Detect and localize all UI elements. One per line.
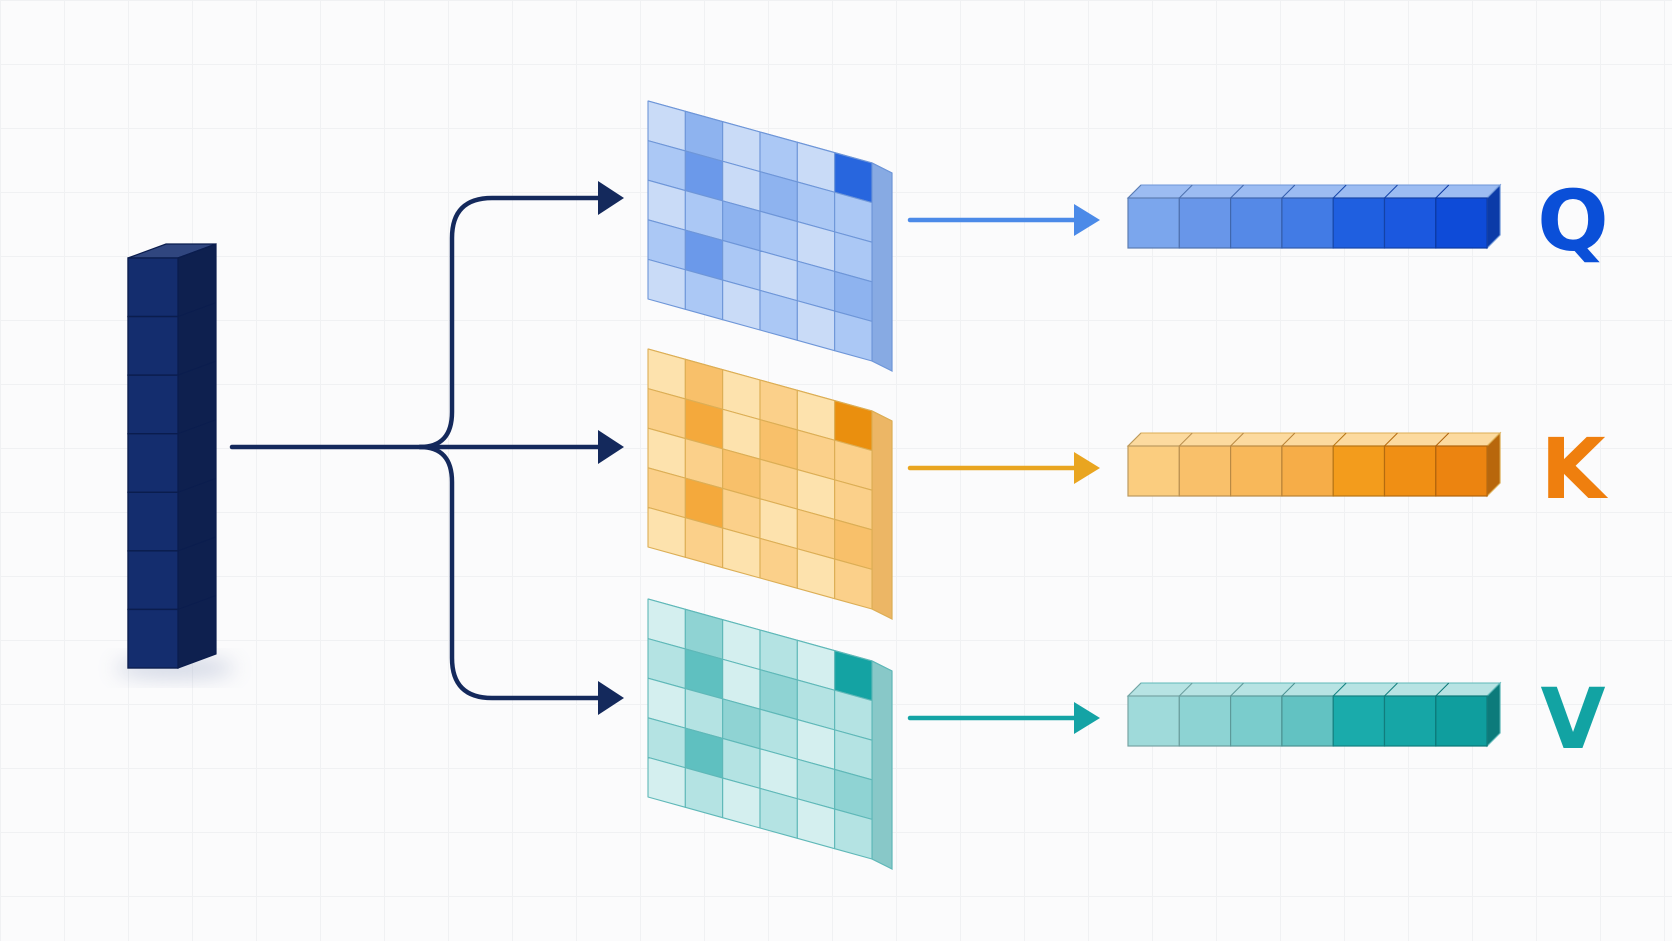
vector-top-line [1281,432,1296,447]
weight-matrix-k [647,348,893,620]
vector-cell [1127,695,1180,747]
input-vector-side-line [177,477,217,493]
branch-k: K [647,348,1608,620]
vector-cell [1383,445,1437,497]
vector-cell [1281,445,1334,497]
vector-cell [1229,695,1283,747]
branch-v: V [647,598,1606,870]
vector-top-line [1384,432,1398,447]
vector-top-line [1230,432,1244,447]
arrowhead [1074,452,1100,484]
input-vector-cell [127,550,179,611]
arrowhead [1074,702,1100,734]
vector-cell [1127,197,1180,249]
input-vector-cell [127,374,179,435]
vector-cell [1332,445,1386,497]
projection-branches: Q K V [647,100,1609,870]
vector-cell [1281,197,1334,249]
weight-matrix-q [647,100,893,372]
vector-cell [1435,695,1488,747]
vector-cell [1383,197,1437,249]
vector-top-line [1178,682,1193,697]
vector-top-line [1384,184,1398,199]
k-label: K [1540,420,1608,518]
input-vector-side-line [177,243,217,259]
vector-cell [1178,445,1232,497]
arrowhead [598,681,624,715]
arrow-to-query [417,195,607,450]
vector-top-line [1332,432,1347,447]
matrix-cell [834,558,873,610]
vector-cell [1178,197,1232,249]
k-output-vector [1126,431,1502,498]
vector-top-line [1435,432,1450,447]
v-label: V [1540,670,1605,768]
input-vector-side-line [177,536,217,552]
vector-top-line [1127,432,1142,447]
q-label: Q [1537,172,1608,270]
branch-q: Q [647,100,1609,372]
input-vector-cell [127,608,179,669]
matrix-cell [834,310,873,362]
vector-cell [1178,695,1232,747]
vector-top-line [1127,184,1142,199]
vector-top-face [1126,184,1502,199]
vector-cell [1435,197,1488,249]
branch-arrows [229,181,624,715]
vector-cell [1229,197,1283,249]
vector-top-line [1230,682,1244,697]
matrix-side-edge [871,660,893,870]
input-embedding-vector [115,243,235,678]
arrowhead [598,430,624,464]
vector-top-line [1332,184,1347,199]
matrix-side-edge [871,162,893,372]
input-vector-cell [127,491,179,552]
input-vector-side-line [177,419,217,435]
vector-cell [1281,695,1334,747]
vector-cell [1127,445,1180,497]
input-vector-cell [127,257,179,318]
arrow-to-value [417,444,607,701]
vector-top-line [1281,184,1296,199]
v-output-vector [1126,681,1502,748]
vector-top-line [1435,184,1450,199]
vector-top-face [1126,432,1502,447]
matrix-cell [834,808,873,860]
q-output-vector [1126,183,1502,250]
matrix-side-edge [871,410,893,620]
arrowhead [598,181,624,215]
vector-cell [1332,197,1386,249]
vector-top-line [1435,682,1450,697]
input-vector-side [177,243,217,669]
vector-top-line [1230,184,1244,199]
vector-cell [1435,445,1488,497]
input-vector-cell [127,433,179,493]
vector-cell [1383,695,1437,747]
vector-top-line [1332,682,1347,697]
weight-matrix-v [647,598,893,870]
vector-top-line [1281,682,1296,697]
vector-cell [1332,695,1386,747]
input-vector-cell [127,315,179,376]
arrowhead [1074,204,1100,236]
vector-top-line [1127,682,1142,697]
vector-top-line [1178,432,1193,447]
vector-top-line [1384,682,1398,697]
input-vector-side-line [177,360,217,376]
input-vector-side-line [177,594,217,610]
vector-top-face [1126,682,1502,697]
vector-top-line [1178,184,1193,199]
vector-cell [1229,445,1283,497]
input-vector-side-line [177,302,217,318]
